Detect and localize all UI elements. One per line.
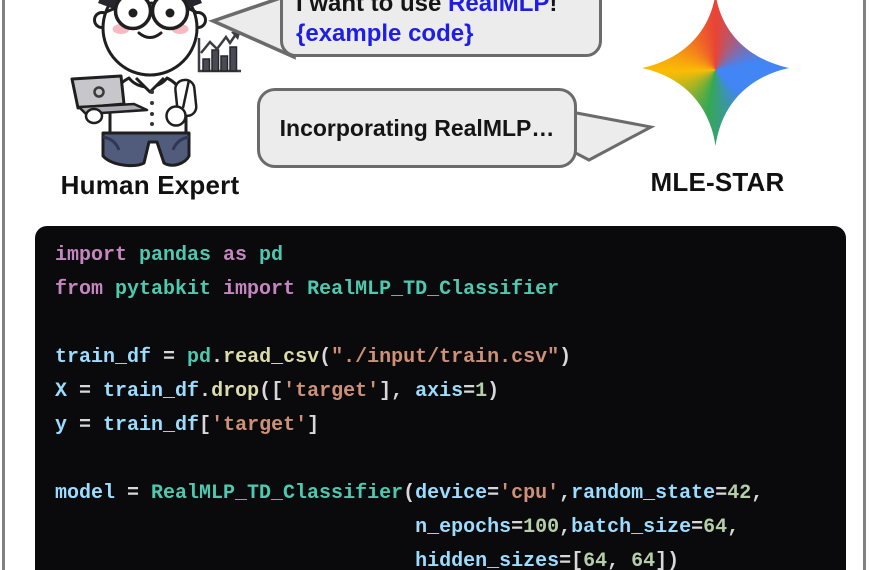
code-line — [55, 443, 846, 477]
request-speech-bubble: I want to use RealMLP! {example code} — [280, 0, 602, 57]
human-expert-illustration — [70, 0, 241, 168]
finger — [181, 79, 191, 109]
request-line-2: {example code} — [296, 20, 474, 47]
eye-right — [165, 8, 175, 18]
human-expert-label: Human Expert — [60, 170, 240, 200]
code-line: model = RealMLP_TD_Classifier(device='cp… — [55, 482, 764, 505]
fist — [165, 105, 187, 127]
code-line: from pytabkit import RealMLP_TD_Classifi… — [55, 278, 560, 301]
code-line: import pandas as pd — [55, 244, 284, 267]
code-block: import pandas as pd from pytabkit import … — [35, 226, 846, 570]
code-line: n_epochs=100,batch_size=64, — [415, 516, 740, 539]
response-speech-bubble: Incorporating RealMLP… — [257, 88, 577, 168]
request-line-1: I want to use RealMLP! — [296, 0, 589, 19]
pocket-left — [102, 135, 121, 151]
code-line: hidden_sizes=[64, 64]) — [415, 550, 680, 570]
pocket-right — [171, 135, 190, 151]
laptop-icon — [70, 74, 149, 125]
smile — [137, 31, 163, 39]
code-line: train_df = pd.read_csv("./input/train.cs… — [55, 346, 572, 369]
response-text: Incorporating RealMLP… — [279, 114, 555, 141]
mle-star-label: MLE-STAR — [650, 167, 785, 197]
eye-left — [128, 8, 138, 18]
pants — [101, 131, 191, 168]
growth-chart-icon — [197, 30, 241, 73]
code-line: y = train_df['target'] — [55, 414, 320, 437]
code-line: X = train_df.drop(['target'], axis=1) — [55, 380, 500, 403]
shirt-buttons — [150, 90, 154, 126]
realmlp-highlight: RealMLP — [448, 0, 550, 17]
code-content: import pandas as pd from pytabkit import … — [55, 239, 846, 570]
code-line — [55, 307, 846, 341]
